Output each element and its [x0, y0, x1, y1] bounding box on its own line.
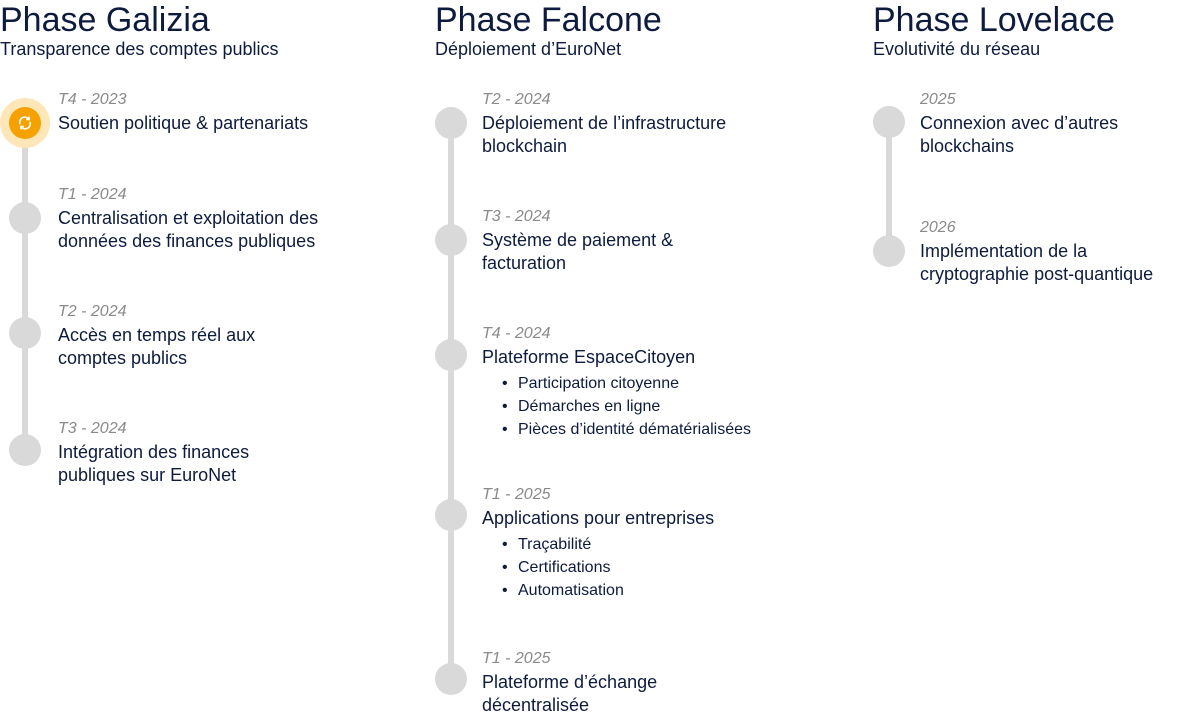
milestone: T1 - 2025 Applications pour entreprises …	[482, 485, 812, 602]
milestone-label: Implémentation de la cryptographie post-…	[920, 241, 1154, 284]
bullet-text: Pièces d’identité dématérialisées	[518, 421, 752, 438]
timeline-node	[873, 106, 905, 138]
timeline-node	[435, 663, 467, 695]
milestone-date: 2026	[920, 219, 956, 236]
milestone-date: T2 - 2024	[58, 303, 127, 320]
phase-title: Phase Galizia	[0, 1, 210, 39]
phase-title: Phase Lovelace	[873, 1, 1115, 39]
milestone: 2026 Implémentation de la cryptographie …	[920, 218, 1198, 286]
bullet-item: • Pièces d’identité dématérialisées	[482, 418, 837, 441]
timeline-line	[22, 110, 28, 455]
milestone: T2 - 2024 Déploiement de l’infrastructur…	[482, 90, 782, 158]
timeline-line	[448, 115, 454, 680]
milestone-label: Soutien politique & partenariats	[58, 113, 309, 133]
bullet-icon: •	[502, 559, 508, 576]
milestone-date: T3 - 2024	[482, 208, 551, 225]
bullet-icon: •	[502, 421, 508, 438]
milestone-date: T1 - 2024	[58, 186, 127, 203]
timeline-node	[435, 224, 467, 256]
milestone: T4 - 2024 Plateforme EspaceCitoyen • Part…	[482, 324, 837, 441]
milestone-label: Déploiement de l’infrastructure blockcha…	[482, 113, 727, 156]
timeline-node	[9, 202, 41, 234]
phase-title: Phase Falcone	[435, 1, 662, 39]
timeline-node	[9, 317, 41, 349]
timeline-node	[435, 107, 467, 139]
milestone: T3 - 2024 Système de paiement & facturat…	[482, 207, 717, 275]
milestone-date: T4 - 2024	[482, 325, 551, 342]
milestone-label: Intégration des finances publiques sur E…	[58, 442, 250, 485]
milestone-label: Plateforme d’échange décentralisée	[482, 672, 658, 715]
bullet-text: Traçabilité	[518, 536, 592, 553]
milestone-date: T1 - 2025	[482, 486, 551, 503]
milestone-label: Système de paiement & facturation	[482, 230, 674, 273]
milestone-date: 2025	[920, 91, 956, 108]
bullet-item: • Certifications	[482, 556, 812, 579]
milestone: T1 - 2024 Centralisation et exploitation…	[58, 185, 368, 253]
milestone-date: T3 - 2024	[58, 420, 127, 437]
phase-subtitle: Déploiement d’EuroNet	[435, 39, 622, 59]
bullet-list: • Traçabilité • Certifications • Automatisa…	[482, 533, 812, 602]
bullet-text: Participation citoyenne	[518, 375, 679, 392]
bullet-icon: •	[502, 375, 508, 392]
milestone-label: Accès en temps réel aux comptes publics	[58, 325, 256, 368]
milestone: T4 - 2023 Soutien politique & partenaria…	[58, 90, 388, 135]
milestone-label: Centralisation et exploitation des donné…	[58, 208, 319, 251]
bullet-item: • Traçabilité	[482, 533, 812, 556]
bullet-text: Automatisation	[518, 582, 624, 599]
bullet-icon: •	[502, 398, 508, 415]
milestone: T1 - 2025 Plateforme d’échange décentral…	[482, 649, 712, 715]
phase-subtitle: Evolutivité du réseau	[873, 39, 1041, 59]
milestone: T3 - 2024 Intégration des finances publi…	[58, 419, 298, 487]
timeline-node	[873, 235, 905, 267]
timeline-node	[435, 339, 467, 371]
bullet-text: Démarches en ligne	[518, 398, 661, 415]
bullet-icon: •	[502, 536, 508, 553]
milestone-date: T1 - 2025	[482, 650, 551, 667]
timeline-line	[886, 115, 892, 250]
bullet-list: • Participation citoyenne • Démarches en l…	[482, 372, 837, 441]
bullet-item: • Participation citoyenne	[482, 372, 837, 395]
bullet-item: • Automatisation	[482, 579, 812, 602]
refresh-icon	[18, 116, 32, 130]
bullet-text: Certifications	[518, 559, 611, 576]
milestone: T2 - 2024 Accès en temps réel aux compte…	[58, 302, 308, 370]
milestone-label: Connexion avec d’autres blockchains	[920, 113, 1119, 156]
phase-subtitle: Transparence des comptes publics	[0, 39, 279, 59]
bullet-item: • Démarches en ligne	[482, 395, 837, 418]
milestone-date: T4 - 2023	[58, 91, 127, 108]
timeline-node-active	[9, 107, 41, 139]
milestone-label: Applications pour entreprises	[482, 508, 715, 528]
bullet-icon: •	[502, 582, 508, 599]
milestone-date: T2 - 2024	[482, 91, 551, 108]
timeline-node	[435, 499, 467, 531]
milestone: 2025 Connexion avec d’autres blockchains	[920, 90, 1190, 158]
milestone-label: Plateforme EspaceCitoyen	[482, 347, 696, 367]
timeline-node	[9, 434, 41, 466]
